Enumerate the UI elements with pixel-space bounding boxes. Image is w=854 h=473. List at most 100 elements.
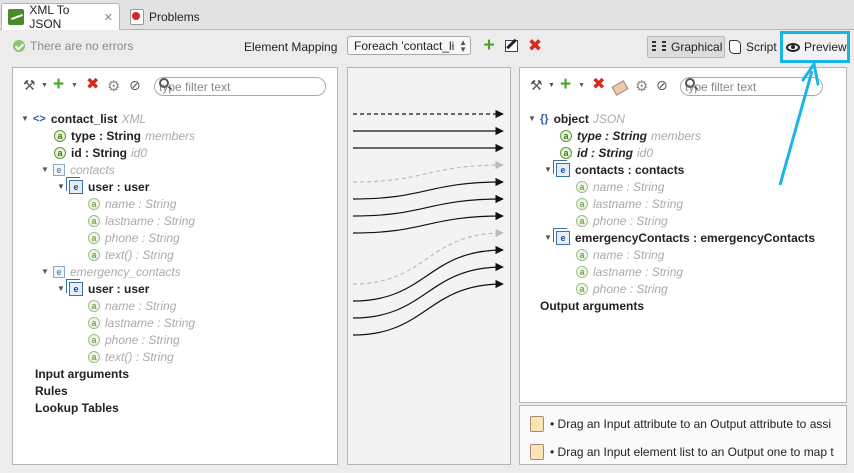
add-icon[interactable]: + bbox=[53, 74, 65, 95]
attribute-icon: a bbox=[88, 248, 100, 261]
mapping-line-emergency-phone[interactable] bbox=[352, 279, 504, 336]
attribute-icon: a bbox=[576, 265, 588, 278]
script-view-button[interactable]: Script bbox=[729, 36, 781, 58]
input-filter-field[interactable] bbox=[154, 77, 326, 96]
hint-text: • Drag an Input attribute to an Output a… bbox=[550, 417, 832, 431]
attribute-icon: a bbox=[576, 197, 588, 210]
collapse-icon[interactable]: ▼ bbox=[21, 114, 29, 123]
input-filter-input[interactable] bbox=[159, 79, 279, 94]
mapping-lines bbox=[352, 109, 504, 336]
attribute-icon: a bbox=[88, 316, 100, 329]
add-mapping-button[interactable]: + bbox=[483, 35, 495, 56]
gear-icon[interactable]: ⚙ bbox=[635, 78, 649, 95]
output-filter-field[interactable] bbox=[680, 77, 823, 96]
collapse-icon[interactable]: ▼ bbox=[41, 267, 49, 276]
collapse-icon[interactable]: ▼ bbox=[57, 284, 65, 293]
rules-section[interactable]: Rules bbox=[35, 383, 68, 398]
collapse-icon[interactable]: ▼ bbox=[41, 165, 49, 174]
collapse-icon[interactable]: ▼ bbox=[528, 114, 536, 123]
input-arguments-section[interactable]: Input arguments bbox=[35, 366, 130, 381]
hint-text: • Drag an Input element list to an Outpu… bbox=[550, 445, 834, 459]
element-mapping-select[interactable]: Foreach 'contact_li ▲▼ bbox=[347, 36, 471, 55]
attribute-icon: a bbox=[54, 146, 66, 159]
mapping-line-contacts[interactable] bbox=[352, 160, 504, 183]
output-filter-input[interactable] bbox=[685, 79, 805, 94]
delete-mapping-button[interactable]: ✖ bbox=[527, 36, 543, 55]
input-pane-toolbar: ⚒ ▼ + ▼ ✖ ⚙ ⊘ bbox=[23, 74, 327, 99]
lookup-tables-section[interactable]: Lookup Tables bbox=[35, 400, 119, 415]
magic-wand-icon[interactable]: ⚒ bbox=[530, 77, 543, 93]
attribute-icon: a bbox=[560, 129, 572, 142]
delete-icon[interactable]: ✖ bbox=[86, 76, 100, 93]
mapping-line-user-lastname[interactable] bbox=[352, 194, 504, 217]
output-arguments-section[interactable]: Output arguments bbox=[540, 298, 644, 313]
tab-xml-to-json[interactable]: XML To JSON ✕ bbox=[1, 3, 120, 31]
element-list-icon: e bbox=[556, 162, 570, 177]
add-icon[interactable]: + bbox=[560, 74, 572, 95]
status-text: There are no errors bbox=[30, 39, 134, 53]
chevron-down-icon[interactable]: ▼ bbox=[71, 82, 78, 89]
magic-wand-icon[interactable]: ⚒ bbox=[23, 77, 36, 93]
tab-problems[interactable]: Problems bbox=[124, 3, 224, 30]
drag-element-icon bbox=[530, 444, 544, 460]
mapping-line-emergency-contacts[interactable] bbox=[352, 228, 504, 285]
hint-line: • Drag an Input attribute to an Output a… bbox=[530, 416, 845, 432]
element-icon: e bbox=[53, 163, 65, 176]
hide-icon[interactable]: ⊘ bbox=[656, 77, 668, 93]
xml-root-icon: <> bbox=[33, 112, 46, 125]
edit-mapping-button[interactable] bbox=[505, 40, 518, 52]
collapse-icon[interactable]: ▼ bbox=[544, 233, 552, 242]
mapping-line-user-name[interactable] bbox=[352, 177, 504, 200]
chevron-down-icon[interactable]: ▼ bbox=[41, 82, 48, 89]
collapse-icon[interactable]: ▼ bbox=[544, 165, 552, 174]
delete-icon[interactable]: ✖ bbox=[592, 76, 606, 93]
chevron-down-icon[interactable]: ▼ bbox=[548, 82, 555, 89]
drag-attribute-icon bbox=[530, 416, 544, 432]
tab-label: Problems bbox=[149, 9, 200, 24]
search-icon bbox=[159, 78, 169, 88]
attribute-icon: a bbox=[576, 214, 588, 227]
eraser-icon[interactable] bbox=[611, 80, 629, 96]
chevron-down-icon[interactable]: ▼ bbox=[578, 82, 585, 89]
hide-icon[interactable]: ⊘ bbox=[129, 77, 141, 93]
preview-view-button[interactable]: Preview bbox=[780, 31, 850, 63]
attribute-icon: a bbox=[576, 248, 588, 261]
collapse-icon[interactable]: ▼ bbox=[57, 182, 65, 191]
search-icon bbox=[685, 78, 695, 88]
editor-tab-bar: XML To JSON ✕ Problems bbox=[0, 0, 854, 31]
mapping-line-user-phone[interactable] bbox=[352, 211, 504, 234]
graphical-view-button[interactable]: Graphical bbox=[647, 36, 725, 58]
element-list-icon: e bbox=[69, 281, 83, 296]
mapping-line-emergency-name[interactable] bbox=[352, 245, 504, 302]
mapping-line-emergency-lastname[interactable] bbox=[352, 262, 504, 319]
gear-icon[interactable]: ⚙ bbox=[107, 78, 121, 95]
close-icon[interactable]: ✕ bbox=[103, 11, 113, 24]
output-pane-toolbar: ⚒ ▼ + ▼ ✖ ⚙ ⊘ bbox=[530, 74, 836, 99]
